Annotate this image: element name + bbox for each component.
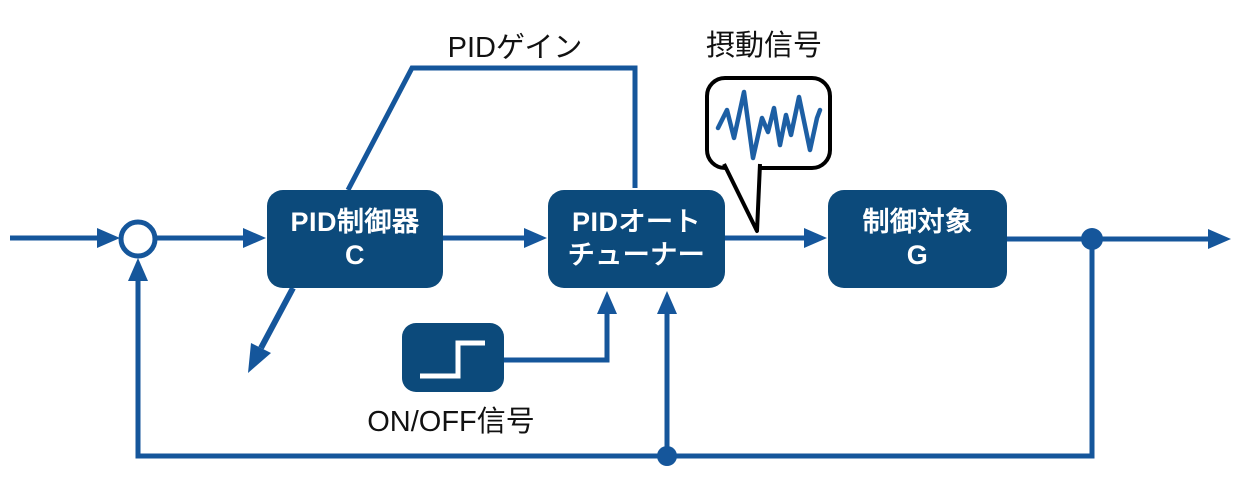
onoff-signal-box — [402, 323, 504, 392]
forward-path-arrowheads — [97, 228, 1231, 249]
sum-junction-circle — [118, 219, 158, 259]
pid-controller-label-line1: PID制御器 — [290, 207, 420, 237]
block-plant: 制御対象 G — [828, 190, 1007, 288]
block-pid-autotuner: PIDオート チューナー — [548, 190, 725, 288]
plant-label-line2: G — [906, 240, 929, 270]
block-pid-controller: PID制御器 C — [267, 190, 443, 288]
perturbation-label: 摂動信号 — [705, 30, 823, 62]
pid-gain-wire — [345, 65, 638, 192]
perturbation-bubble — [705, 76, 832, 233]
onoff-wire — [504, 291, 617, 363]
pid-controller-label-line2: C — [345, 240, 365, 270]
autotuner-label-line1: PIDオート — [571, 207, 701, 237]
perturbation-waveform-icon — [715, 89, 823, 161]
forward-path-wires — [10, 235, 1211, 242]
pid-gain-label: PIDゲイン — [447, 32, 583, 64]
onoff-label: ON/OFF信号 — [367, 406, 535, 438]
autotuner-label-line2: チューナー — [567, 240, 706, 270]
bottom-branch-dot — [657, 446, 677, 466]
step-signal-icon — [420, 340, 485, 379]
feedback-wire — [128, 228, 1103, 459]
feedback-arrowhead — [128, 258, 148, 281]
feedback-to-autotuner-wire — [657, 291, 677, 466]
bubble-tail — [722, 163, 762, 233]
output-branch-dot — [1081, 228, 1103, 250]
controller-disconnect-arrow — [248, 286, 296, 373]
plant-label-line1: 制御対象 — [862, 207, 973, 237]
